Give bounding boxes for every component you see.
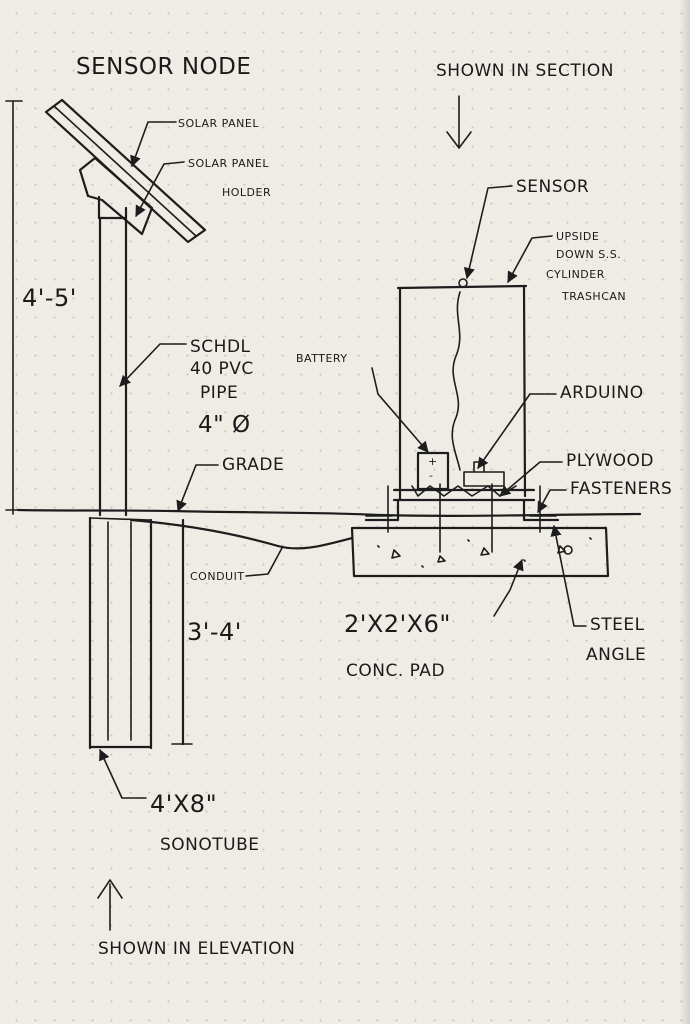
fasteners (387, 483, 541, 553)
page-title: Sensor Node (76, 54, 251, 80)
leader-fasteners (537, 489, 567, 513)
battery-negative: - (429, 469, 433, 482)
section-note: Shown in section (436, 61, 614, 149)
label-plywood: Plywood (566, 451, 654, 471)
solar-panel-holder-shape (78, 156, 154, 236)
grade-line (16, 508, 642, 517)
leader-arduino (477, 393, 557, 469)
label-trashcan-line3: Cylinder (546, 268, 605, 281)
label-conduit: Conduit (190, 570, 245, 583)
battery-positive: + (428, 455, 438, 468)
leader-pipe (119, 343, 187, 387)
solar-panel-assembly (44, 98, 207, 244)
label-trashcan-line4: Trashcan (561, 290, 626, 303)
leader-steel (550, 524, 587, 627)
label-pipe-line3: Pipe (200, 383, 238, 403)
arduino (463, 461, 505, 487)
leader-holder (135, 161, 185, 217)
down-arrow-head-icon (446, 131, 472, 149)
label-pipe-line4: 4" Ø (198, 412, 251, 438)
conduit-line (129, 518, 354, 550)
leader-trashcan (507, 235, 553, 283)
label-battery: Battery (296, 352, 348, 365)
leader-solar-panel (130, 121, 177, 168)
label-trashcan-line1: Upside (556, 230, 599, 243)
label-sonotube-line1: 4'x8" (150, 790, 217, 818)
label-arduino: Arduino (560, 383, 644, 403)
trashcan-cylinder (396, 278, 528, 502)
label-pipe-line1: Schdl (190, 337, 251, 357)
label-grade: Grade (222, 455, 284, 475)
label-pipe-line2: 40 PVC (190, 359, 254, 379)
leader-sonotube (99, 748, 147, 799)
concrete-pad (350, 526, 610, 578)
leader-conduit (245, 547, 283, 577)
leader-sensor (463, 185, 513, 280)
section-note-text: Shown in section (436, 61, 614, 81)
dim-above-grade-text: 4'-5' (22, 284, 77, 312)
plywood (392, 485, 536, 502)
elevation-note-text: Shown in elevation (98, 939, 295, 959)
label-holder-line2: Holder (222, 186, 271, 199)
steel-angle (364, 498, 560, 522)
leader-battery (371, 367, 429, 453)
elevation-note: Shown in elevation (97, 879, 295, 959)
label-trashcan-line2: Down S.S. (556, 248, 621, 261)
label-pad-line1: 2'x2'x6" (344, 610, 451, 638)
label-fasteners: Fasteners (570, 479, 672, 499)
leader-plywood (499, 461, 563, 497)
section-note-label: Shown in section (436, 61, 614, 81)
leader-grade (176, 464, 219, 513)
pvc-pipe (98, 216, 128, 517)
sensor-icon (458, 278, 468, 288)
label-holder-line1: Solar Panel (188, 157, 269, 170)
label-steel-line1: Steel (590, 615, 645, 635)
leader-pad (493, 558, 524, 617)
label-steel-line2: Angle (586, 645, 646, 665)
battery: + - (416, 451, 450, 491)
dimension-above-grade: 4'-5' (5, 100, 77, 515)
dim-below-grade-text: 3'-4' (187, 618, 242, 646)
label-sensor: Sensor (516, 177, 589, 197)
label-sonotube-line2: Sonotube (160, 835, 260, 855)
up-arrow-head-icon (97, 879, 123, 899)
label-pad-line2: Conc. Pad (346, 661, 445, 681)
sensor-wire (451, 291, 461, 471)
label-solar-panel: Solar Panel (178, 117, 259, 130)
sonotube (88, 516, 193, 750)
